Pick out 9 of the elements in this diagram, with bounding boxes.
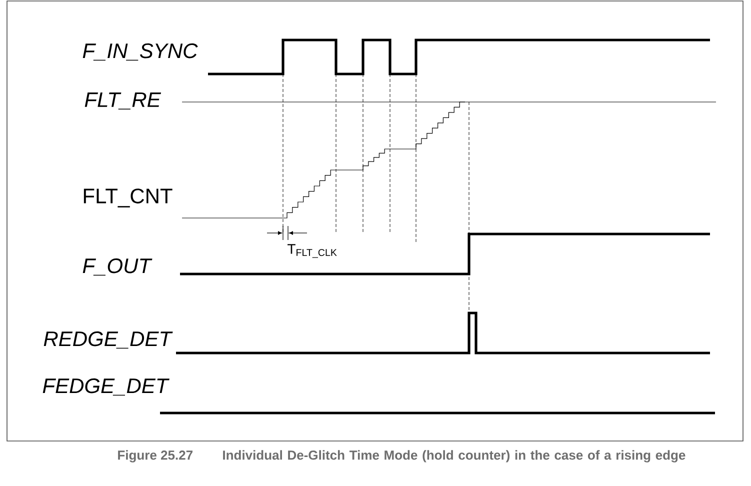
caption: Individual De-Glitch Time Mode (hold counter) in the case of a rising edge <box>223 450 686 462</box>
timing-label: T$_{FLT_CLK}$ <box>288 244 337 258</box>
signal-label: FEDGE_DET <box>42 378 170 396</box>
figure-number: Figure 25.27 <box>118 450 192 462</box>
signal-label: REDGE_DET <box>44 331 173 349</box>
signal-label: F_IN_SYNC <box>82 43 198 61</box>
signal-label: FLT_RE <box>84 92 162 110</box>
signal-label: F_OUT <box>82 258 152 276</box>
signal-label: FLT_CNT <box>84 188 172 208</box>
